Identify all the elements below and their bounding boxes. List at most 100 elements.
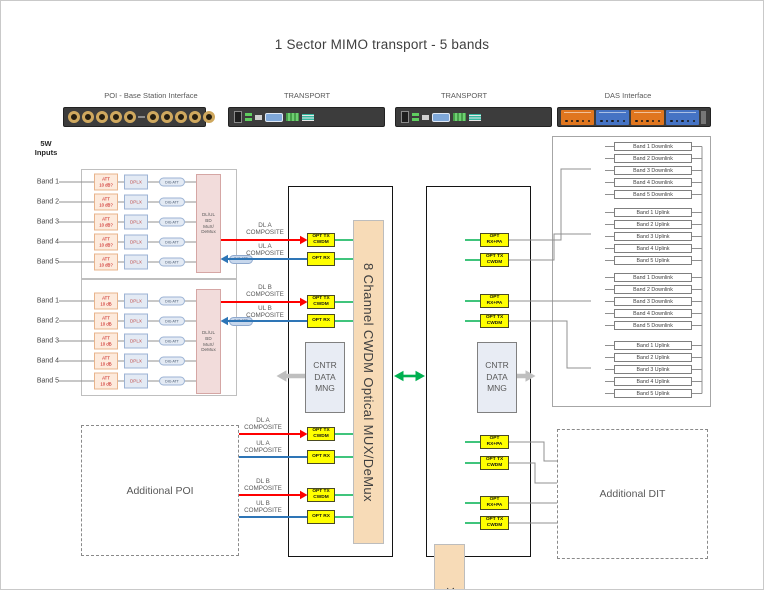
band-label: Band 5 (36, 258, 59, 266)
dplx-block: DPLX (124, 313, 148, 329)
das-module-orange (561, 109, 594, 125)
display-icon (469, 113, 481, 121)
dig-att-pill: DIG ATT (159, 296, 185, 306)
band-label: Band 1 (36, 297, 59, 305)
bnc-port-icon (96, 111, 108, 123)
band-bar: Band 1 Uplink (614, 208, 692, 217)
poi-section-label: POI - Base Station Interface (104, 91, 198, 100)
dplx-block: DPLX (124, 194, 148, 210)
dig-att-pill-ul-a: DIG ATT (229, 254, 253, 264)
opt-rx-block: OPT RX (307, 510, 335, 524)
dplx-block: DPLX (124, 373, 148, 389)
poi-faceplate-marks (138, 116, 145, 118)
power-port-icon (234, 111, 242, 123)
band-bar: Band 3 Uplink (614, 365, 692, 374)
vga-port-icon (265, 112, 283, 122)
band-label: Band 3 (36, 337, 59, 345)
band-bar: Band 4 Downlink (614, 309, 692, 318)
band-label: Band 3 (36, 218, 59, 226)
band-bar: Band 4 Uplink (614, 377, 692, 386)
led-indicators-icon (245, 113, 252, 121)
opt-rx-block: OPT RX (307, 450, 335, 464)
band-bar: Band 1 Downlink (614, 142, 692, 151)
dplx-block: DPLX (124, 174, 148, 190)
band-bar: Band 3 Downlink (614, 297, 692, 306)
bnc-port-icon (189, 111, 201, 123)
bnc-port-icon (147, 111, 159, 123)
band-label: Band 2 (36, 198, 59, 206)
band-label: Band 4 (36, 357, 59, 365)
additional-poi-box: Additional POI (81, 425, 239, 556)
dplx-block: DPLX (124, 293, 148, 309)
band-bar: Band 5 Uplink (614, 256, 692, 265)
cwdm-mux-block-right: 8 Channel CWDM Optical MUX/DeMux (434, 544, 465, 589)
band-label: Band 4 (36, 238, 59, 246)
usb-port-icon (255, 114, 262, 120)
opt-rx-block: OPT RX (307, 252, 335, 266)
band-label: Band 1 (36, 178, 59, 186)
usb-port-icon (422, 114, 429, 120)
bnc-port-icon (175, 111, 187, 123)
dig-att-pill: DIG ATT (159, 237, 185, 247)
bnc-port-icon (161, 111, 173, 123)
das-section-label: DAS Interface (604, 91, 652, 100)
band-bar: Band 2 Downlink (614, 154, 692, 163)
opt-rx-block: OPT RX (307, 314, 335, 328)
vga-port-icon (432, 112, 450, 122)
additional-dit-box: Additional DIT (557, 429, 708, 559)
bnc-port-icon (203, 111, 215, 123)
dig-att-pill: DIG ATT (159, 217, 185, 227)
dplx-block: DPLX (124, 333, 148, 349)
bnc-port-icon (124, 111, 136, 123)
band-bar: Band 5 Downlink (614, 321, 692, 330)
power-port-icon (401, 111, 409, 123)
dig-att-pill-ul-b: DIG ATT (229, 316, 253, 326)
band-label: Band 5 (36, 377, 59, 385)
das-end-cap (701, 110, 706, 124)
band-bar: Band 3 Uplink (614, 232, 692, 241)
band-bar: Band 5 Uplink (614, 389, 692, 398)
band-bar: Band 2 Downlink (614, 285, 692, 294)
band-bar: Band 4 Downlink (614, 178, 692, 187)
band-label: Band 2 (36, 317, 59, 325)
transport-device-image-2 (395, 107, 552, 127)
band-bar: Band 4 Uplink (614, 244, 692, 253)
band-bar: Band 5 Downlink (614, 190, 692, 199)
